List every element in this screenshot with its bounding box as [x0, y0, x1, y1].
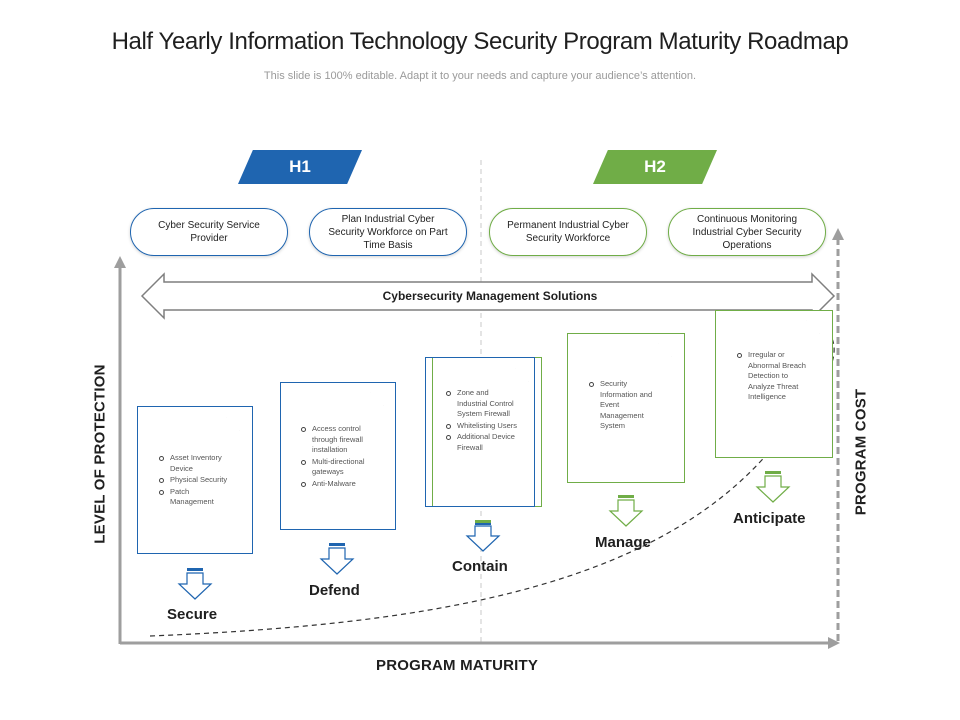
list-item: Additional Device Firewall	[445, 432, 521, 453]
stage-doc-contain: Zone and Industrial Control System Firew…	[435, 368, 529, 494]
page-subtitle: This slide is 100% editable. Adapt it to…	[263, 70, 697, 82]
y-axis-left-arrowhead	[114, 256, 126, 268]
stage-arrow-secure	[177, 568, 213, 600]
y-axis-left-label: LEVEL OF PROTECTION	[91, 364, 109, 544]
stage-arrow-manage	[608, 495, 644, 527]
list-item: Asset Inventory Device	[158, 453, 232, 474]
initiative-pill-3: Permanent Industrial Cyber Security Work…	[489, 208, 647, 256]
stage-doc-anticipate: Irregular or Abnormal Breach Detection t…	[726, 320, 820, 448]
list-item: Anti-Malware	[300, 479, 376, 490]
list-item: Security Information and Event Managemen…	[588, 379, 664, 432]
stage-frame-contain-blue	[425, 357, 535, 507]
page-title: Half Yearly Information Technology Secur…	[111, 28, 849, 55]
stage-doc-manage: Security Information and Event Managemen…	[578, 343, 672, 473]
list-item: Physical Security	[158, 475, 232, 486]
cost-curve	[149, 317, 835, 637]
stage-arrow-contain	[465, 520, 501, 552]
x-axis-label: PROGRAM MATURITY	[376, 657, 539, 674]
list-item: Multi-directional gateways	[300, 457, 376, 478]
stage-item-list: Access control through firewall installa…	[300, 424, 376, 489]
list-item: Zone and Industrial Control System Firew…	[445, 388, 521, 420]
stage-arrow-anticipate	[755, 471, 791, 503]
initiative-label: Plan Industrial Cyber Security Workforce…	[328, 213, 448, 251]
list-item: Whitelisting Users	[445, 421, 521, 432]
initiative-pill-4: Continuous Monitoring Industrial Cyber S…	[668, 208, 826, 256]
stage-label-contain: Contain	[452, 558, 508, 575]
management-band-arrow	[140, 272, 836, 320]
initiative-pill-1: Cyber Security Service Provider	[130, 208, 288, 256]
initiative-label: Permanent Industrial Cyber Security Work…	[507, 220, 629, 244]
y-axis-right-arrowhead	[832, 228, 844, 240]
phase-h2-banner: H2	[593, 150, 717, 184]
stage-item-list: Security Information and Event Managemen…	[588, 379, 664, 432]
list-item: Irregular or Abnormal Breach Detection t…	[736, 350, 812, 403]
stage-label-secure: Secure	[167, 606, 218, 623]
stage-doc-defend: Access control through firewall installa…	[290, 392, 384, 518]
phase-h1-banner: H1	[238, 150, 362, 184]
initiative-label: Continuous Monitoring Industrial Cyber S…	[692, 213, 802, 251]
list-item: Access control through firewall installa…	[300, 424, 376, 456]
stage-arrow-defend	[319, 543, 355, 575]
stage-item-list: Asset Inventory Device Physical Security…	[158, 453, 232, 508]
stage-label-anticipate: Anticipate	[733, 510, 806, 527]
stage-label-manage: Manage	[595, 534, 651, 551]
list-item: Patch Management	[158, 487, 232, 508]
x-axis-arrowhead	[828, 637, 840, 649]
stage-doc-secure: Asset Inventory Device Physical Security…	[148, 417, 240, 541]
stage-label-defend: Defend	[309, 582, 360, 599]
initiative-pill-2: Plan Industrial Cyber Security Workforce…	[309, 208, 467, 256]
y-axis-right-label: PROGRAM COST	[852, 388, 870, 516]
stage-item-list: Zone and Industrial Control System Firew…	[445, 388, 521, 453]
initiative-label: Cyber Security Service Provider	[158, 220, 260, 244]
stage-item-list: Irregular or Abnormal Breach Detection t…	[736, 350, 812, 403]
management-band-label: Cybersecurity Management Solutions	[382, 289, 598, 303]
